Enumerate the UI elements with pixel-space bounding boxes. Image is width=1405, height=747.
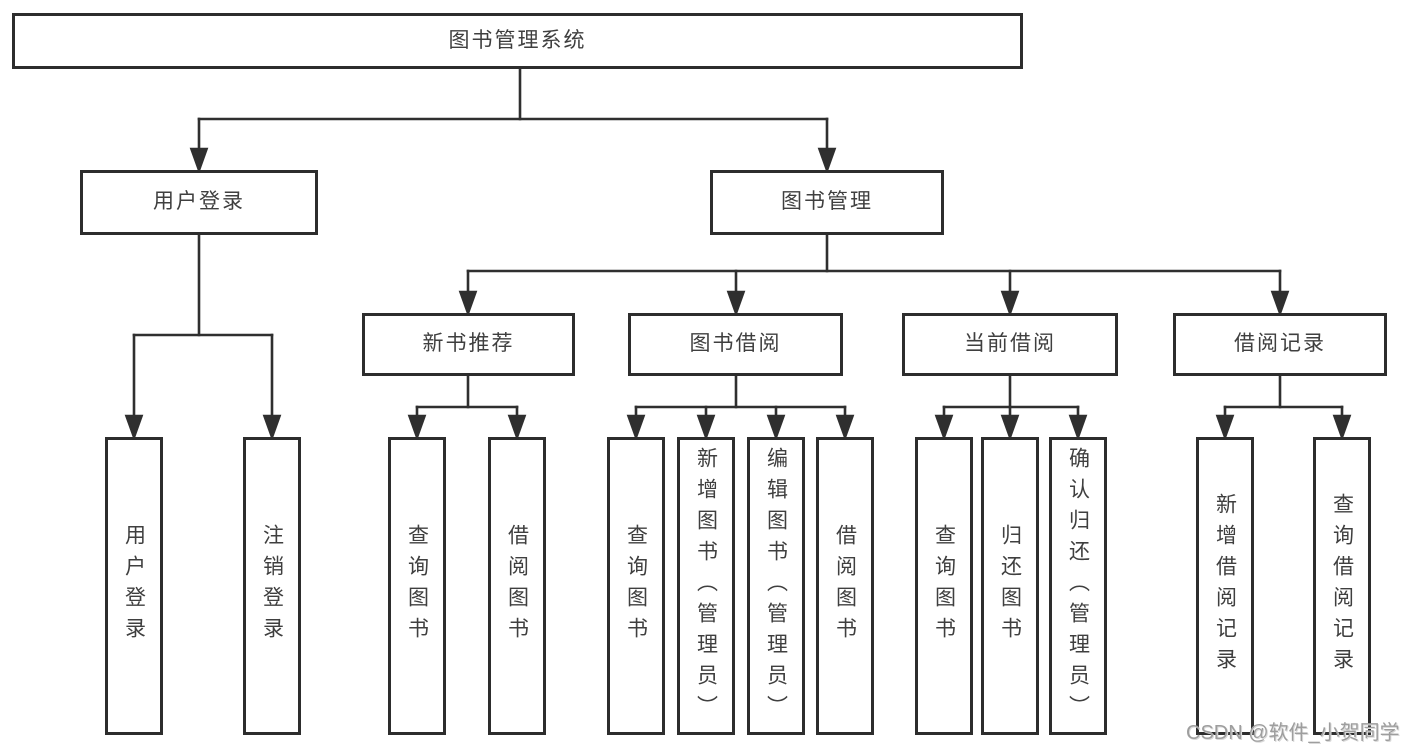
node-label-logout: 注销登录 <box>260 524 284 648</box>
watermark: CSDN @软件_小贺同学 <box>1186 722 1400 744</box>
node-edit-book-admin: 编辑图书（管理员） <box>747 437 805 735</box>
node-book-borrow: 图书借阅 <box>628 313 843 376</box>
node-label-query-book-borrow: 查询图书 <box>624 524 648 648</box>
node-label-user-login-group: 用户登录 <box>153 190 245 214</box>
node-confirm-return-admin: 确认归还（管理员） <box>1049 437 1107 735</box>
node-label-query-book-current: 查询图书 <box>932 524 956 648</box>
node-label-edit-book-admin: 编辑图书（管理员） <box>764 446 788 726</box>
node-borrow-book: 借阅图书 <box>816 437 874 735</box>
node-borrow-book-rec: 借阅图书 <box>488 437 546 735</box>
node-query-borrow-record: 查询借阅记录 <box>1313 437 1371 735</box>
node-query-book-borrow: 查询图书 <box>607 437 665 735</box>
node-user-login-group: 用户登录 <box>80 170 318 235</box>
node-label-query-borrow-record: 查询借阅记录 <box>1330 493 1354 679</box>
node-label-query-book-rec: 查询图书 <box>405 524 429 648</box>
node-label-borrow-book-rec: 借阅图书 <box>505 524 529 648</box>
node-query-book-current: 查询图书 <box>915 437 973 735</box>
node-label-current-borrow: 当前借阅 <box>964 332 1056 356</box>
node-user-login: 用户登录 <box>105 437 163 735</box>
node-label-book-borrow: 图书借阅 <box>689 332 782 356</box>
node-query-book-rec: 查询图书 <box>388 437 446 735</box>
node-root: 图书管理系统 <box>12 13 1023 69</box>
node-return-book: 归还图书 <box>981 437 1039 735</box>
node-label-book-mgmt-group: 图书管理 <box>781 190 873 214</box>
node-label-confirm-return-admin: 确认归还（管理员） <box>1066 446 1090 726</box>
node-label-borrow-book: 借阅图书 <box>833 524 857 648</box>
node-current-borrow: 当前借阅 <box>902 313 1118 376</box>
node-label-user-login: 用户登录 <box>122 524 146 648</box>
node-label-root: 图书管理系统 <box>448 28 587 52</box>
node-borrow-records: 借阅记录 <box>1173 313 1387 376</box>
node-label-add-book-admin: 新增图书（管理员） <box>694 446 718 726</box>
node-add-book-admin: 新增图书（管理员） <box>677 437 735 735</box>
node-logout: 注销登录 <box>243 437 301 735</box>
node-label-return-book: 归还图书 <box>998 524 1022 648</box>
node-add-borrow-record: 新增借阅记录 <box>1196 437 1254 735</box>
node-label-borrow-records: 借阅记录 <box>1234 332 1326 356</box>
node-label-new-book-rec: 新书推荐 <box>422 332 515 356</box>
node-label-add-borrow-record: 新增借阅记录 <box>1213 493 1237 679</box>
node-new-book-rec: 新书推荐 <box>362 313 575 376</box>
node-book-mgmt-group: 图书管理 <box>710 170 944 235</box>
